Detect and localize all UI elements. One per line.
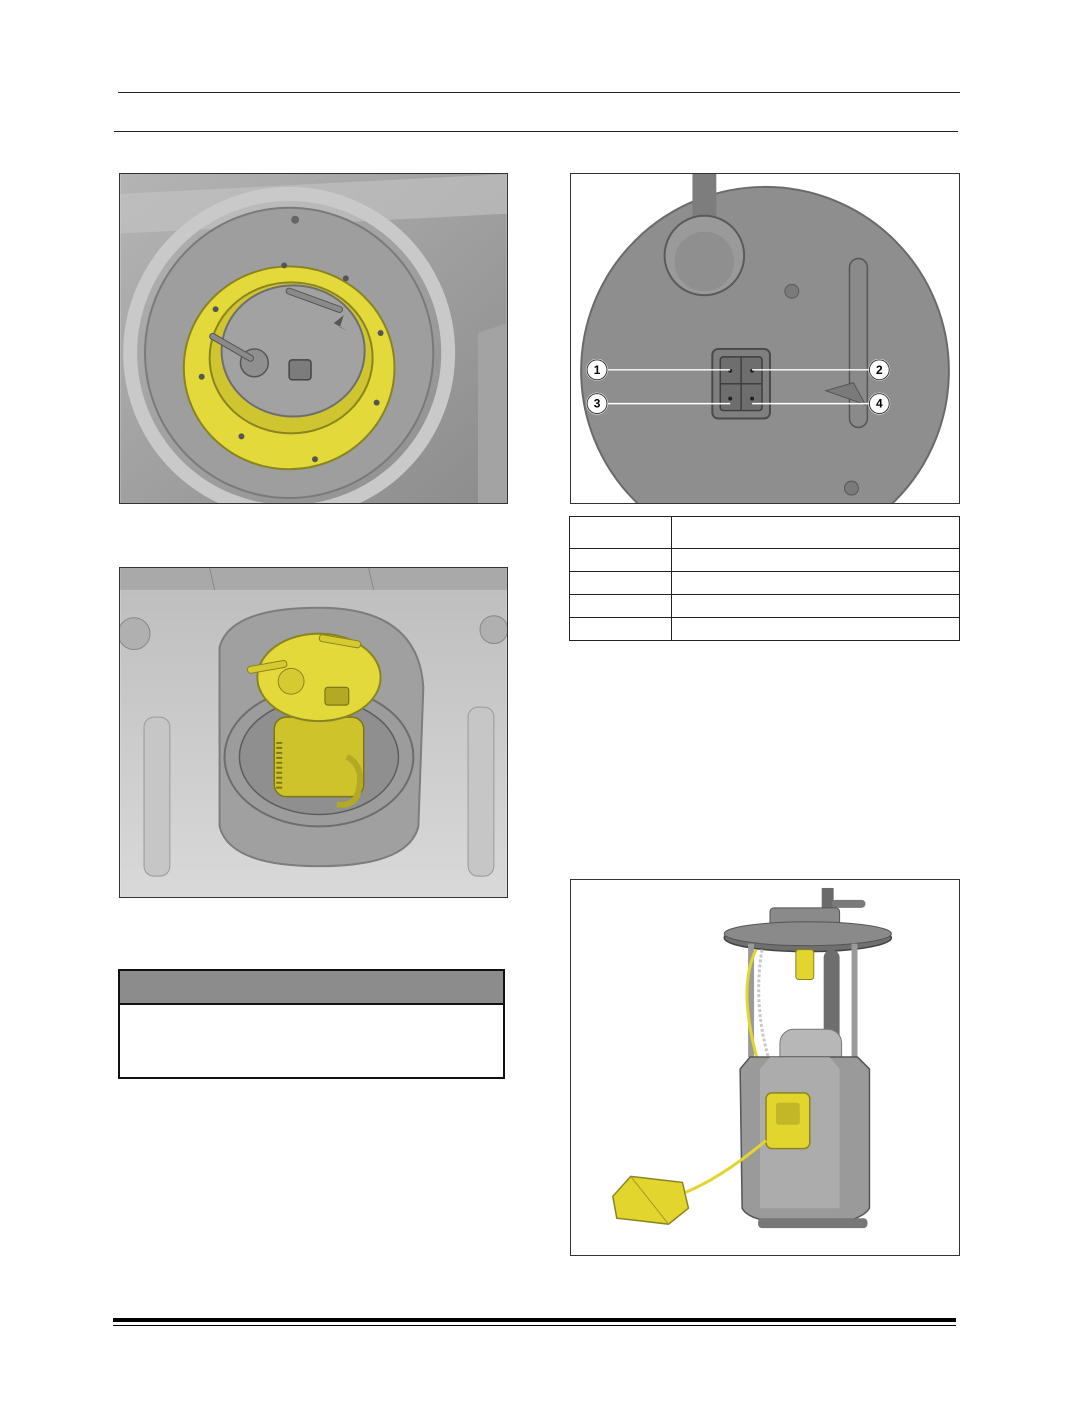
fuel-pump-module-illustration-icon xyxy=(571,880,959,1255)
table-cell xyxy=(671,617,960,641)
fuel-pump-removal-illustration-icon xyxy=(120,568,507,897)
note-box-body xyxy=(120,1005,503,1021)
table-cell xyxy=(671,548,960,572)
callout-label-2: 2 xyxy=(876,363,883,377)
figure-pump-connector-face: 1 2 3 4 xyxy=(570,173,960,504)
figure-fuel-tank-locking-ring xyxy=(119,173,508,504)
table-row xyxy=(569,516,960,549)
footer-rule-thin xyxy=(113,1325,956,1326)
table-cell xyxy=(569,617,672,641)
callout-label-1: 1 xyxy=(594,363,601,377)
table-cell xyxy=(569,516,672,549)
callout-label-3: 3 xyxy=(594,397,601,411)
footer-rule-thick xyxy=(113,1318,956,1322)
table-row xyxy=(569,617,960,641)
table-row xyxy=(569,548,960,572)
table-cell xyxy=(671,516,960,549)
note-box-title xyxy=(120,971,503,1005)
table-row xyxy=(569,594,960,618)
note-box xyxy=(118,969,505,1079)
table-cell xyxy=(671,594,960,618)
fuel-pump-connector-illustration-icon: 1 2 3 4 xyxy=(571,174,959,503)
figure-fuel-pump-module xyxy=(570,879,960,1256)
table-cell xyxy=(569,594,672,618)
header-rule-bottom xyxy=(114,131,958,132)
callout-label-4: 4 xyxy=(876,397,883,411)
table-cell xyxy=(671,571,960,595)
table-row xyxy=(569,571,960,595)
figure-fuel-pump-removal xyxy=(119,567,508,898)
fuel-pump-locking-ring-illustration-icon xyxy=(120,174,507,503)
table-cell xyxy=(569,571,672,595)
header-rule-top xyxy=(118,92,960,93)
connector-pin-table xyxy=(569,516,960,641)
table-cell xyxy=(569,548,672,572)
